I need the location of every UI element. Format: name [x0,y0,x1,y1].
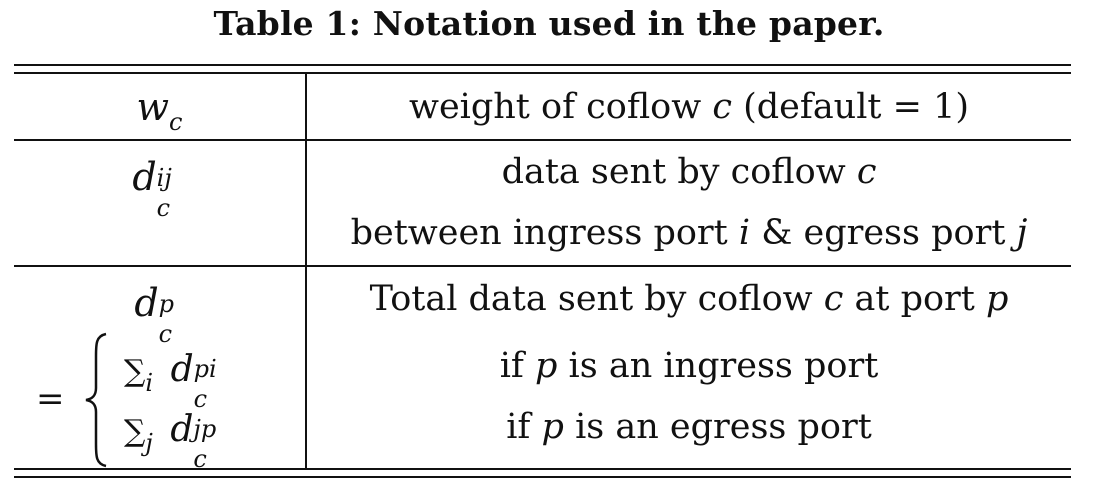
description-data-sent-line2: between ingress port i & egress port j [350,213,1028,253]
description-weight: weight of coflow c (default = 1) [409,87,969,127]
column-divider [305,74,307,468]
bottom-rule-1 [14,468,1071,470]
left-brace-icon [85,332,107,468]
equals-sign: = [36,379,65,419]
top-rule-1 [14,64,1071,66]
symbol-w-c: wc [136,85,183,136]
case1-description: if p is an ingress port [499,346,879,386]
description-total-data: Total data sent by coflow c at port p [369,279,1009,319]
case2-description: if p is an egress port [506,407,872,447]
row-divider-2 [14,265,1071,267]
bottom-rule-2 [14,476,1071,478]
top-rule-2 [14,72,1071,74]
description-data-sent-line1: data sent by coflow c [501,152,877,192]
table-caption: Table 1: Notation used in the paper. [213,4,885,43]
row-divider-1 [14,139,1071,141]
